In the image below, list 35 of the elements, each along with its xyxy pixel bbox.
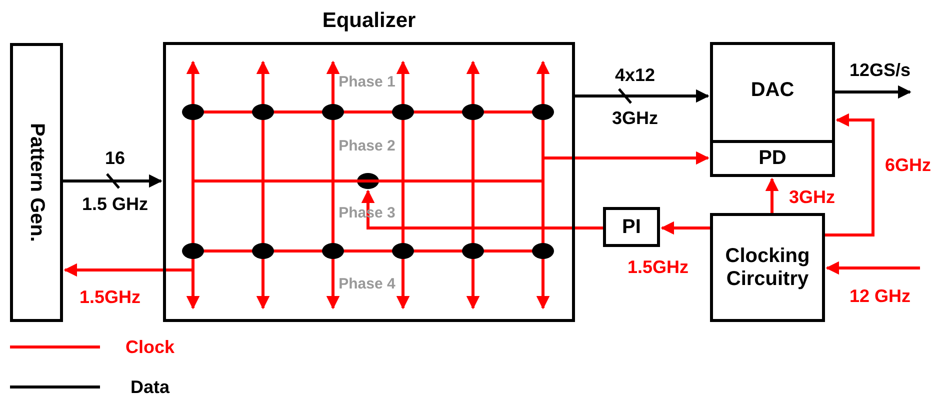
node-label: Pattern Gen. [25, 123, 49, 242]
phase-label: Phase 1 [338, 74, 396, 90]
legend-label: Clock [125, 338, 175, 356]
edge-label: 3GHz [789, 188, 835, 206]
arrow [826, 261, 920, 275]
edge-label: 12 GHz [849, 287, 911, 305]
node-label: Clocking Circuitry [724, 244, 811, 290]
arrow [825, 113, 874, 236]
rate-label: 3GHz [612, 109, 658, 127]
node-label: Equalizer [321, 9, 417, 33]
rate-label: 1.5 GHz [82, 195, 148, 213]
dac-box [710, 42, 835, 177]
generator-box [10, 43, 63, 322]
phase-label: Phase 4 [338, 276, 396, 292]
arrow [64, 263, 193, 277]
arrow [543, 151, 710, 165]
edge-label: 12GS/s [849, 61, 911, 79]
arrow [361, 190, 603, 230]
arrow [63, 174, 162, 188]
arrow [660, 221, 710, 235]
node-label: PI [621, 216, 642, 238]
clocking-box [710, 213, 825, 322]
node-label: PD [758, 147, 788, 170]
arrow [765, 178, 779, 213]
edge-label: 4x12 [614, 66, 656, 84]
edge-label: 1.5GHz [627, 258, 689, 276]
phase-label: Phase 2 [338, 138, 396, 154]
edge-label: 16 [104, 149, 126, 167]
arrow [835, 85, 912, 99]
arrow [575, 89, 710, 103]
pi-box [603, 207, 660, 247]
legend-label: Data [130, 378, 170, 396]
edge-label: 6GHz [885, 156, 931, 174]
node-label: DAC [750, 79, 796, 102]
edge-label: 1.5GHz [79, 288, 141, 306]
